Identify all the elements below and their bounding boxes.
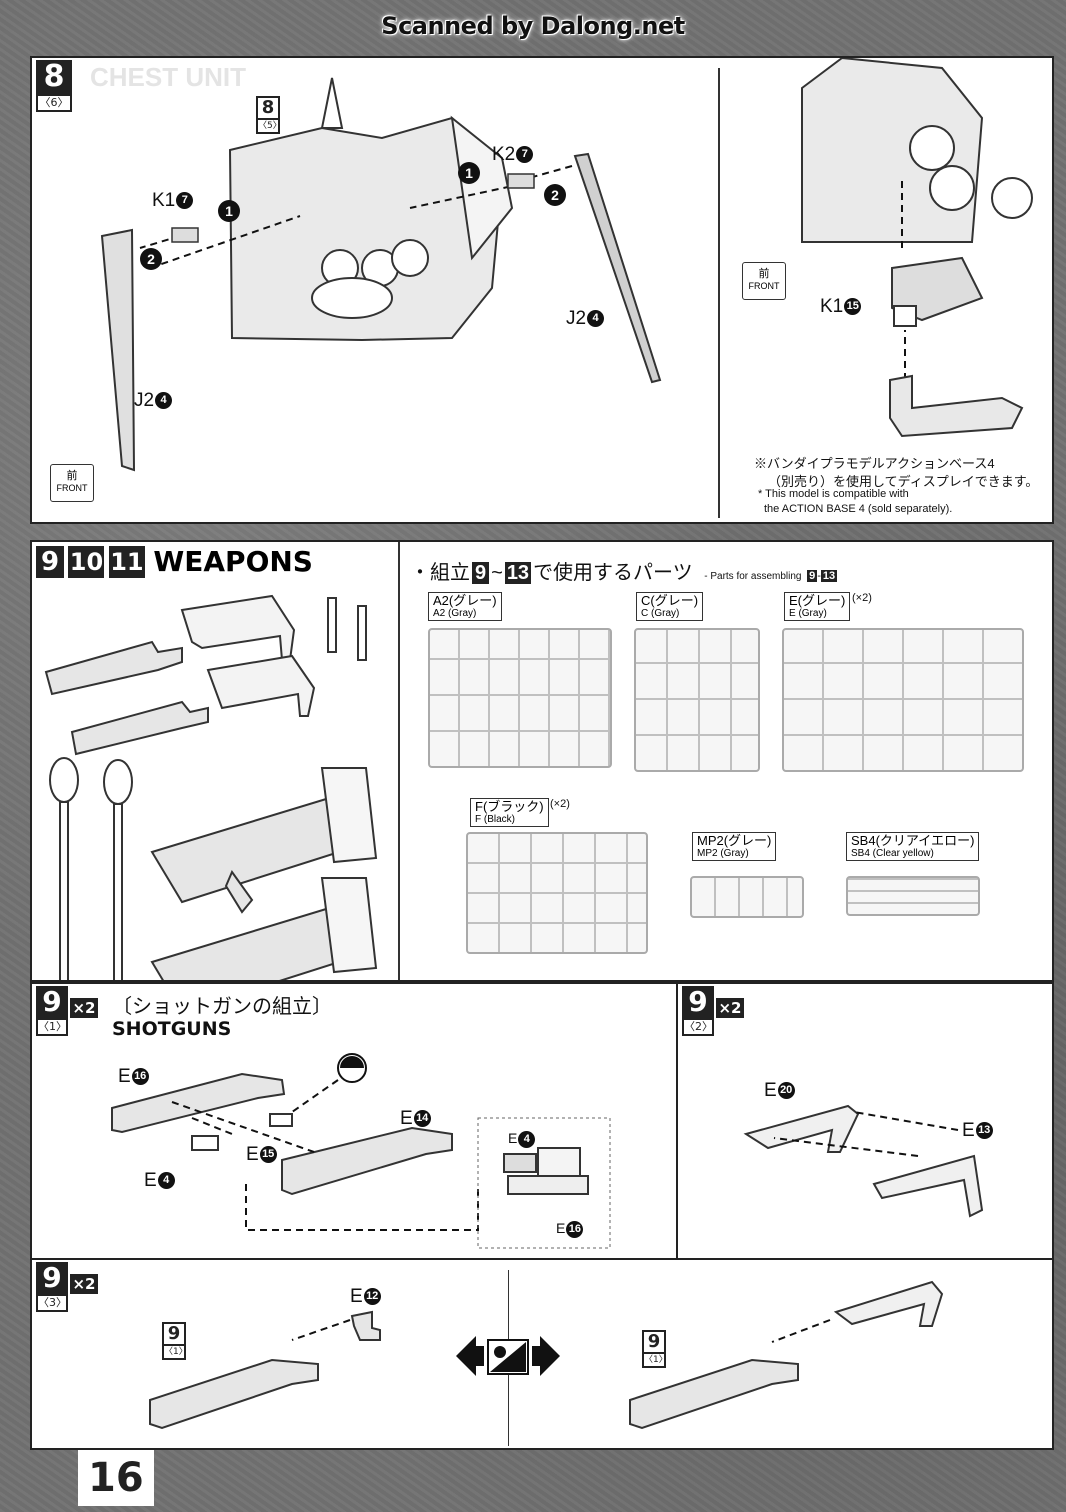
ref-9-1-a-num: 9	[162, 1322, 186, 1346]
step9-3-substep: 〈3〉	[36, 1294, 68, 1312]
arrow-step-2-left: 2	[140, 248, 162, 270]
left-shield-part	[100, 228, 136, 472]
runner-f-sprue	[466, 832, 648, 954]
stock-assembly-illustration	[743, 1104, 984, 1218]
weapons-illustration	[44, 594, 378, 980]
ref-step8-5-num: 8	[256, 96, 280, 120]
runner-f-label: F(ブラック)F (Black)	[470, 798, 549, 827]
k1-part	[171, 227, 199, 243]
action-base-illustration	[801, 58, 1033, 438]
runner-c-sprue	[634, 628, 760, 772]
chest-assembly-illustration	[100, 77, 662, 472]
weapons-panel: 9 10 11 WEAPONS	[30, 540, 1054, 982]
runner-a2-sprue	[428, 628, 612, 768]
runner-e-mult: (×2)	[852, 592, 872, 604]
runner-a2-label: A2(グレー)A2 (Gray)	[428, 592, 502, 621]
note-jp-line1: ※バンダイプラモデルアクションベース4	[754, 456, 995, 471]
weapons-step-10: 10	[68, 546, 105, 578]
ref-9-1-b-num: 9	[642, 1330, 666, 1354]
mech-body	[228, 77, 514, 342]
runner-sb4-label: SB4(クリアイエロー)SB4 (Clear yellow)	[846, 832, 980, 861]
runner-mp2-sprue	[690, 876, 804, 918]
runner-c-label: C(グレー)C (Gray)	[636, 592, 704, 621]
shotgun-assembly-illustration	[111, 1053, 611, 1249]
step9-2-number: 9	[682, 986, 714, 1018]
runner-mp2-label: MP2(グレー)MP2 (Gray)	[692, 832, 777, 861]
base-arm-part	[889, 374, 1024, 438]
note-en-line1: * This model is compatible with	[758, 488, 909, 500]
swap-arrows-icon	[456, 1336, 560, 1376]
step8-number: 8	[36, 60, 72, 94]
runner-sb4-sprue	[846, 876, 980, 916]
scan-watermark: Scanned by Dalong.net	[381, 12, 685, 40]
k1-base-part	[891, 256, 984, 327]
ref-step8-5-sub: 〈5〉	[256, 118, 282, 134]
step9-1-substep: 〈1〉	[36, 1018, 68, 1036]
runner-e-label: E(グレー)E (Gray)	[784, 592, 851, 621]
step8-panel: 8 〈6〉 CHEST UNIT 1 2 1 2	[30, 56, 1054, 524]
step9-1-title-jp: 〔ショットガンの組立〕	[112, 996, 332, 1018]
weapons-title-row: 9 10 11 WEAPONS	[36, 546, 313, 578]
step9-3-multiplier: ×2	[70, 1274, 98, 1294]
ghost-chest-unit-title: CHEST UNIT	[90, 62, 246, 92]
step9-2-multiplier: ×2	[716, 998, 744, 1018]
step8-divider	[718, 68, 720, 518]
weapons-step-11: 11	[108, 546, 145, 578]
weapons-divider	[398, 542, 400, 980]
right-stick-part	[573, 152, 662, 384]
step9-3-number: 9	[36, 1262, 68, 1294]
weapons-title: WEAPONS	[153, 545, 313, 578]
k2-part	[507, 173, 535, 189]
arrow-step-2-right: 2	[544, 184, 566, 206]
step9-1-number: 9	[36, 986, 68, 1018]
weapons-step-9: 9	[36, 546, 64, 578]
ref-9-1-b-sub: 〈1〉	[642, 1352, 668, 1368]
shotgun-option-illustration	[149, 1280, 944, 1430]
arrow-step-1-right: 1	[458, 162, 480, 184]
step9-2-substep: 〈2〉	[682, 1018, 714, 1036]
step9-1-title-en: SHOTGUNS	[112, 1018, 232, 1040]
note-en-line2: the ACTION BASE 4 (sold separately).	[764, 503, 953, 515]
ref-9-1-a-sub: 〈1〉	[162, 1344, 188, 1360]
page-number: 16	[78, 1450, 154, 1506]
arrow-step-1-left: 1	[218, 200, 240, 222]
runner-f-mult: (×2)	[550, 798, 570, 810]
runner-e-sprue	[782, 628, 1024, 772]
step9-1-multiplier: ×2	[70, 998, 98, 1018]
note-jp-line2: （別売り）を使用してディスプレイできます。	[768, 474, 1039, 489]
step8-substep: 〈6〉	[36, 94, 72, 112]
